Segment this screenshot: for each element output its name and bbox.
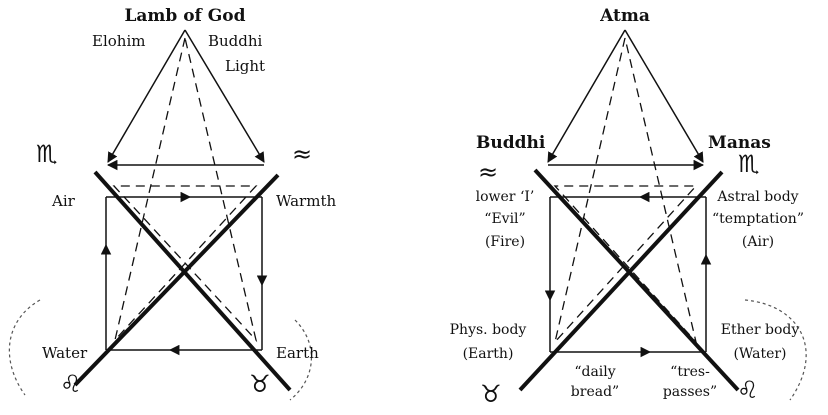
right-label-buddhi: Buddhi bbox=[476, 133, 546, 153]
right-label-ether-body: Ether body bbox=[721, 322, 800, 338]
right-triangle-left-edge bbox=[548, 30, 625, 162]
right-aquarius-icon: ≈ bbox=[478, 158, 498, 186]
right-diagram: Atma Buddhi Manas lower ‘I’ “Evil” (Fire… bbox=[450, 6, 807, 408]
right-label-water: (Water) bbox=[733, 346, 786, 362]
right-label-bread: bread” bbox=[571, 384, 619, 400]
right-label-earth: (Earth) bbox=[463, 346, 514, 362]
right-label-passes: passes” bbox=[663, 384, 717, 400]
right-scorpio-icon: ♏ bbox=[738, 150, 760, 178]
right-leo-icon: ♌ bbox=[737, 376, 759, 404]
left-label-warmth: Warmth bbox=[276, 192, 336, 210]
left-aquarius-icon: ≈ bbox=[292, 140, 312, 168]
right-label-air: (Air) bbox=[742, 234, 774, 250]
right-label-evil: “Evil” bbox=[484, 211, 525, 227]
right-taurus-icon: ♉ bbox=[480, 380, 502, 408]
right-label-lower-i: lower ‘I’ bbox=[476, 189, 535, 205]
right-triangle-right-edge bbox=[625, 30, 703, 162]
right-label-daily: “daily bbox=[574, 364, 615, 380]
left-label-elohim: Elohim bbox=[92, 32, 145, 50]
left-hatched-arc bbox=[9, 300, 40, 395]
right-label-astral-body: Astral body bbox=[716, 189, 798, 205]
right-title-atma: Atma bbox=[599, 6, 650, 26]
left-dashed-star bbox=[114, 38, 256, 340]
left-label-air: Air bbox=[51, 192, 76, 210]
left-label-earth: Earth bbox=[276, 344, 319, 362]
right-label-tres: “tres- bbox=[670, 364, 710, 380]
right-label-fire: (Fire) bbox=[485, 234, 525, 250]
left-scorpio-icon: ♏ bbox=[36, 140, 58, 168]
right-dashed-star bbox=[555, 38, 696, 342]
left-leo-icon: ♌ bbox=[60, 370, 82, 398]
left-label-buddhi: Buddhi bbox=[208, 32, 263, 50]
left-label-water: Water bbox=[42, 344, 88, 362]
left-bold-cross-1 bbox=[95, 172, 290, 390]
right-label-phys-body: Phys. body bbox=[450, 322, 527, 338]
left-title-lamb-of-god: Lamb of God bbox=[124, 6, 245, 26]
left-taurus-icon: ♉ bbox=[249, 370, 271, 398]
right-bold-cross-1 bbox=[535, 170, 738, 390]
left-diagram: Lamb of God Elohim Buddhi Light Air Warm… bbox=[9, 6, 336, 400]
right-label-temptation: “temptation” bbox=[712, 211, 804, 227]
left-label-light: Light bbox=[225, 57, 265, 75]
